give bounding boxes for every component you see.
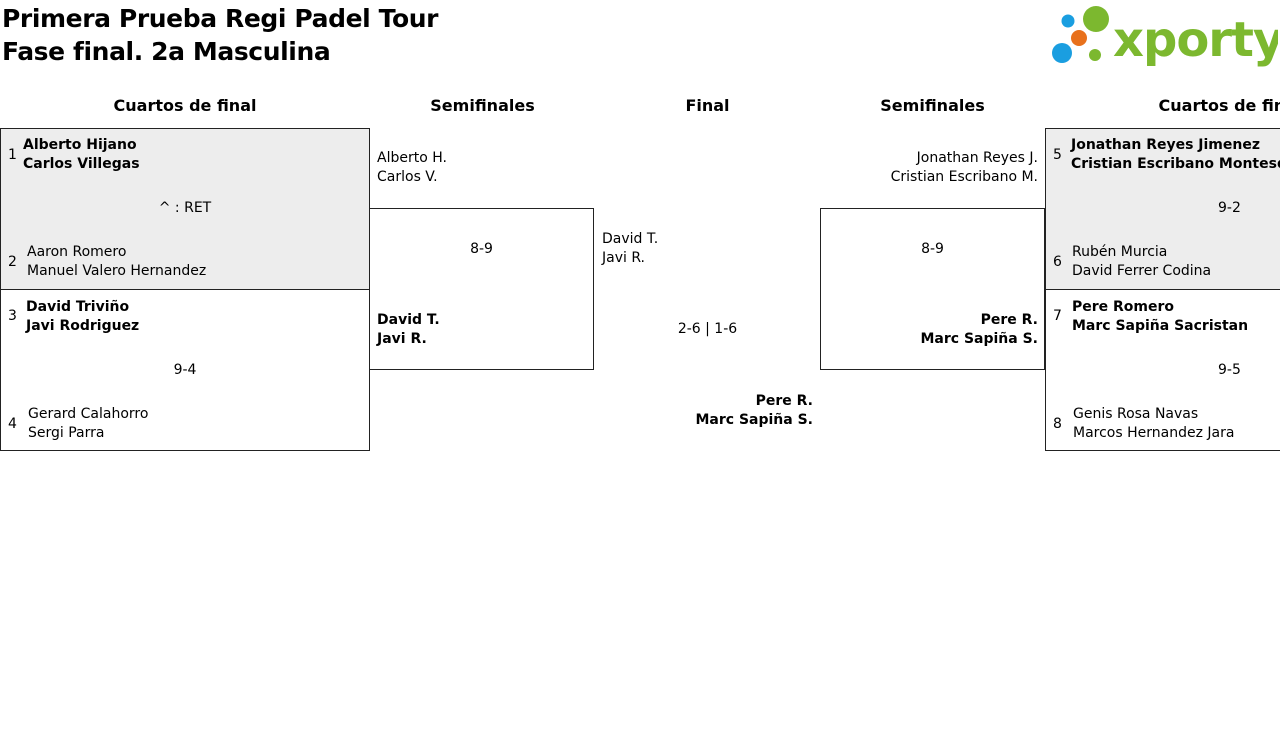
logo-mark: xporty [1052,6,1280,68]
quarterfinal-match-3[interactable]: 5 Jonathan Reyes Jimenez Cristian Escrib… [1045,128,1280,290]
final-team-top: David T. Javi R. [602,230,658,268]
round-header-semifinals-left: Semifinales [430,96,535,115]
round-header-quarterfinals-right: Cuartos de final [1158,96,1280,115]
seed-number: 8 [1053,416,1062,432]
seed-number: 3 [8,308,17,324]
logo-dot-orange [1071,30,1087,46]
player-name: Jonathan Reyes J. [916,150,1038,166]
logo-dot-blue [1061,14,1075,28]
semifinal-right-team-top: Jonathan Reyes J. Cristian Escribano M. [820,149,1038,187]
player-name: Alberto Hijano [23,137,137,153]
player-name: Rubén Murcia [1072,244,1168,260]
player-name: Carlos V. [377,169,438,185]
tournament-name: Primera Prueba Regi Padel Tour [2,4,439,33]
logo-dot-green-large [1083,6,1109,32]
round-header-semifinals-right: Semifinales [880,96,985,115]
final-score: 2-6 | 1-6 [677,321,738,337]
team-winner: David Triviño Javi Rodriguez [26,298,139,336]
team-loser: Genis Rosa Navas Marcos Hernandez Jara [1073,405,1234,443]
player-name: Javi Rodriguez [26,318,140,334]
team-loser: Aaron Romero Manuel Valero Hernandez [27,243,206,281]
team-winner: Jonathan Reyes Jimenez Cristian Escriban… [1071,136,1280,174]
team-winner: Pere R. Marc Sapiña S. [821,311,1039,349]
seed-number: 6 [1053,254,1062,270]
team-loser: Rubén Murcia David Ferrer Codina [1072,243,1211,281]
player-name: Marc Sapiña S. [920,331,1039,347]
player-name: Marc Sapiña Sacristan [1072,318,1249,334]
quarterfinal-match-2[interactable]: 3 David Triviño Javi Rodriguez 9-4 4 Ger… [0,289,370,451]
player-name: Carlos Villegas [23,156,140,172]
player-name: Jonathan Reyes Jimenez [1071,137,1260,153]
match-score: 8-9 [470,241,493,257]
player-name: Pere R. [980,312,1038,328]
team-winner: David T. Javi R. [377,311,440,349]
quarterfinal-match-1[interactable]: 1 Alberto Hijano Carlos Villegas ^ : RET… [0,128,370,290]
seed-number: 1 [8,147,17,163]
player-name: Aaron Romero [27,244,127,260]
player-name: David Triviño [26,299,130,315]
match-score: 9-5 [1218,362,1241,378]
player-name: Alberto H. [377,150,447,166]
player-name: David Ferrer Codina [1072,263,1212,279]
team-winner: Pere Romero Marc Sapiña Sacristan [1072,298,1248,336]
player-name: Javi R. [602,250,646,266]
quarterfinal-match-4[interactable]: 7 Pere Romero Marc Sapiña Sacristan 9-5 … [1045,289,1280,451]
player-name: Marcos Hernandez Jara [1073,425,1235,441]
seed-number: 4 [8,416,17,432]
player-name: David T. [377,312,440,328]
player-name: David T. [602,231,659,247]
team-winner: Alberto Hijano Carlos Villegas [23,136,140,174]
seed-number: 7 [1053,308,1062,324]
player-name: Pere Romero [1072,299,1175,315]
semifinal-match-left[interactable]: 8-9 David T. Javi R. [369,208,594,370]
player-name: Genis Rosa Navas [1073,406,1199,422]
player-name: Sergi Parra [28,425,105,441]
seed-number: 2 [8,254,17,270]
semifinal-left-team-top: Alberto H. Carlos V. [377,149,447,187]
match-score: 9-4 [173,362,197,378]
round-header-final: Final [685,96,730,115]
player-name: Gerard Calahorro [28,406,149,422]
logo-dot-blue-large [1052,43,1072,63]
seed-number: 5 [1053,147,1062,163]
semifinal-match-right[interactable]: 8-9 Pere R. Marc Sapiña S. [820,208,1045,370]
player-name: Cristian Escribano M. [890,169,1038,185]
match-score: ^ : RET [158,200,212,216]
player-name: Marc Sapiña S. [695,412,814,428]
match-score: 8-9 [921,241,944,257]
page-title: Primera Prueba Regi Padel Tour Fase fina… [2,2,438,68]
player-name: Cristian Escribano Montesdeoca [1071,156,1280,172]
player-name: Pere R. [755,393,813,409]
match-score: 9-2 [1218,200,1241,216]
team-loser: Gerard Calahorro Sergi Parra [28,405,148,443]
round-header-quarterfinals-left: Cuartos de final [113,96,257,115]
final-team-winner: Pere R. Marc Sapiña S. [595,392,814,430]
player-name: Javi R. [377,331,427,347]
phase-name: Fase final. 2a Masculina [2,37,331,66]
logo-wordmark: xporty [1113,12,1278,68]
player-name: Manuel Valero Hernandez [27,263,207,279]
logo-dot-green-small [1089,49,1101,61]
xporty-logo[interactable]: xporty [1050,4,1280,68]
